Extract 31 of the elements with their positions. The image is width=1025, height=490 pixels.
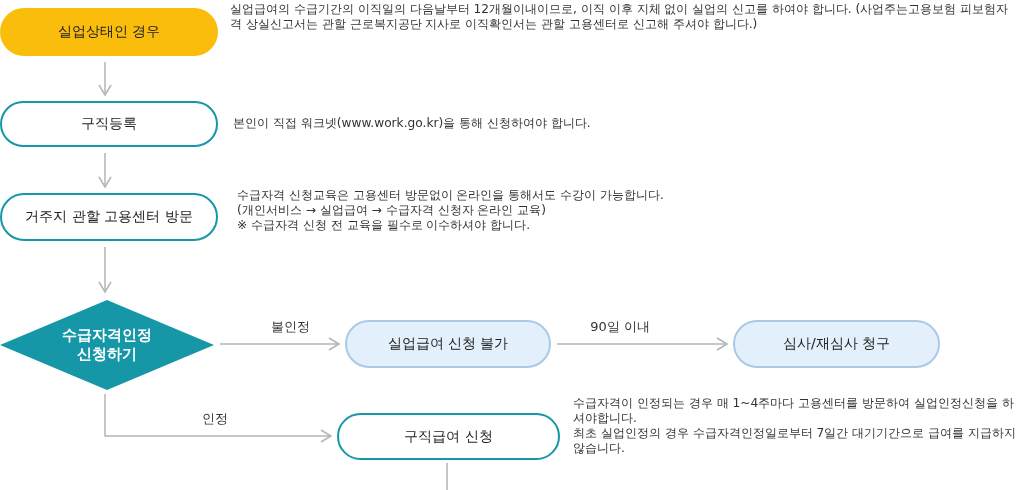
note-text: 최초 실업인정의 경우 수급자격인정일로부터 7일간 대기기간으로 급여를 지급하지 않습니다. <box>573 426 1017 456</box>
arrow <box>219 337 340 351</box>
note-text: (개인서비스 → 실업급여 → 수급자격 신청자 온라인 교육) <box>237 203 548 218</box>
edge-label: 인정 <box>202 410 228 428</box>
connector-line <box>446 462 448 490</box>
process-box <box>733 320 940 368</box>
note-text: 실업급여의 수급기간의 이직일의 다음날부터 12개월이내이므로, 이직 이후 지체 없이 실업의 신고를 하여야 합니다. (사업주는고용보험 피보험자격 상실신고서는 관할 근로복지공단 지사로 이직확인서는 관할 고용센터로 신고해 주셔야 합니다.) <box>230 2 1010 32</box>
arrow <box>556 337 728 351</box>
note-text: 수급자격 신청교육은 고용센터 방문없이 온라인을 통해서도 수강이 가능합니다. <box>237 188 665 203</box>
edge-label: 90일 이내 <box>590 318 650 336</box>
note-text: ※ 수급자격 신청 전 교육을 필수로 이수하셔야 합니다. <box>237 218 532 233</box>
arrow <box>98 152 112 188</box>
arrow <box>104 393 332 443</box>
process-box <box>345 320 551 368</box>
arrow <box>98 61 112 96</box>
decision-diamond <box>0 300 214 390</box>
arrow <box>98 246 112 293</box>
process-box <box>0 193 218 241</box>
node-label: 수급자격인정 신청하기 <box>61 326 153 364</box>
node-label: 심사/재심사 청구 <box>782 335 891 353</box>
process-box <box>337 413 560 460</box>
node-label: 실업급여 신청 불가 <box>387 335 509 353</box>
node-label: 구직급여 신청 <box>404 427 493 446</box>
edge-label: 불인정 <box>270 318 310 336</box>
start-pill <box>0 8 218 56</box>
note-text: 본인이 직접 워크넷(www.work.go.kr)을 통해 신청하여야 합니다. <box>233 116 592 131</box>
node-label: 실업상태인 경우 <box>57 23 161 41</box>
node-label: 구직등록 <box>81 115 137 133</box>
note-text: 수급자격이 인정되는 경우 매 1~4주마다 고용센터를 방문하여 실업인정신청을 하셔야합니다. <box>573 396 1015 426</box>
process-box <box>0 101 218 147</box>
node-label: 거주지 관할 고용센터 방문 <box>25 208 193 226</box>
